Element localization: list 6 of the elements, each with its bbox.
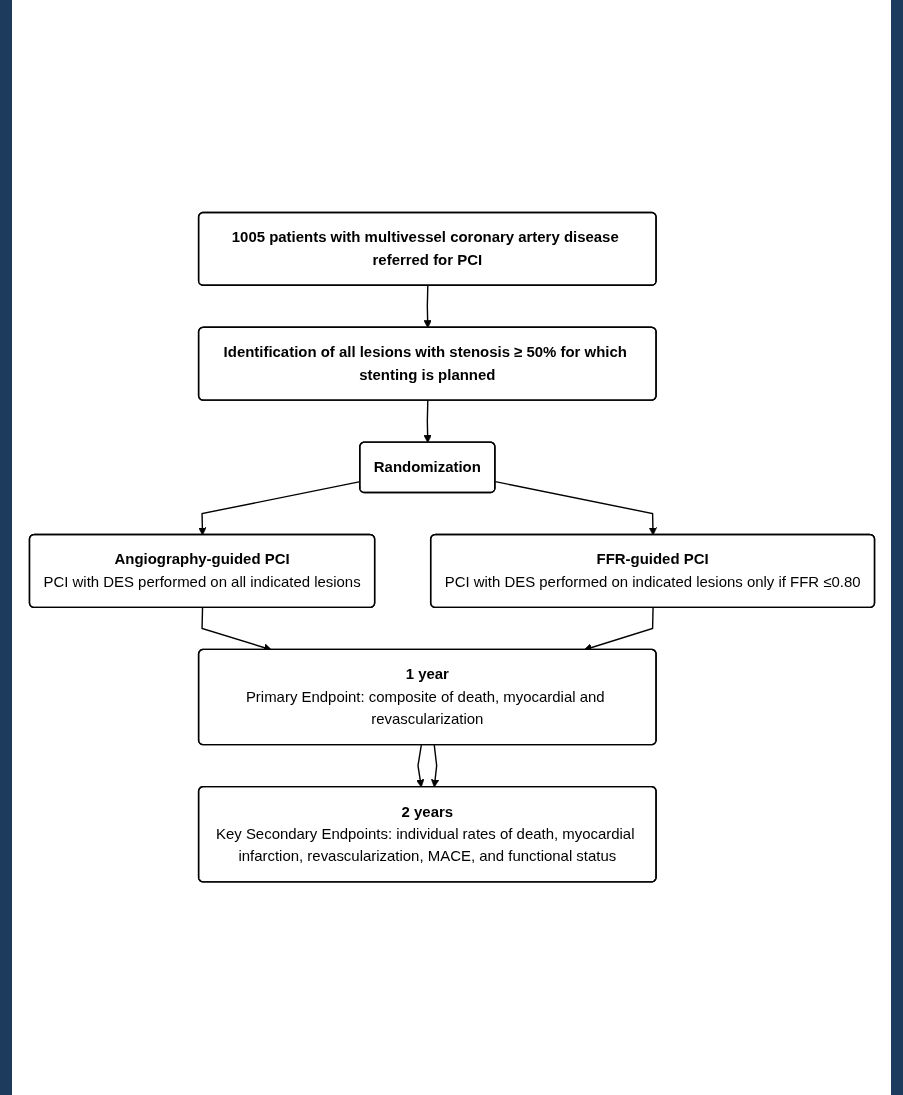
flowchart: 1005 patients with multivessel coronary artery disease referred for PCI Identification of all lesions with stenosis ≥ 50% for which stenting is planned Randomization Angiography-guided PCI PCI with DES performed on all indicated lesions FFR-guided PCI PCI with DES performed on indicated lesions only if FFR ≤0.80 1 year Primary Endpoint: composite of death, myocardial and revascularization 2 years Key Secondary Endpoints: individual rates of death, myocardial infarction, revascularization, MACE, and functional status [21, 205, 882, 890]
arrow [415, 744, 424, 788]
arrow [423, 400, 432, 444]
arrow [494, 481, 657, 536]
arrow [430, 744, 439, 788]
arrow [423, 285, 432, 329]
